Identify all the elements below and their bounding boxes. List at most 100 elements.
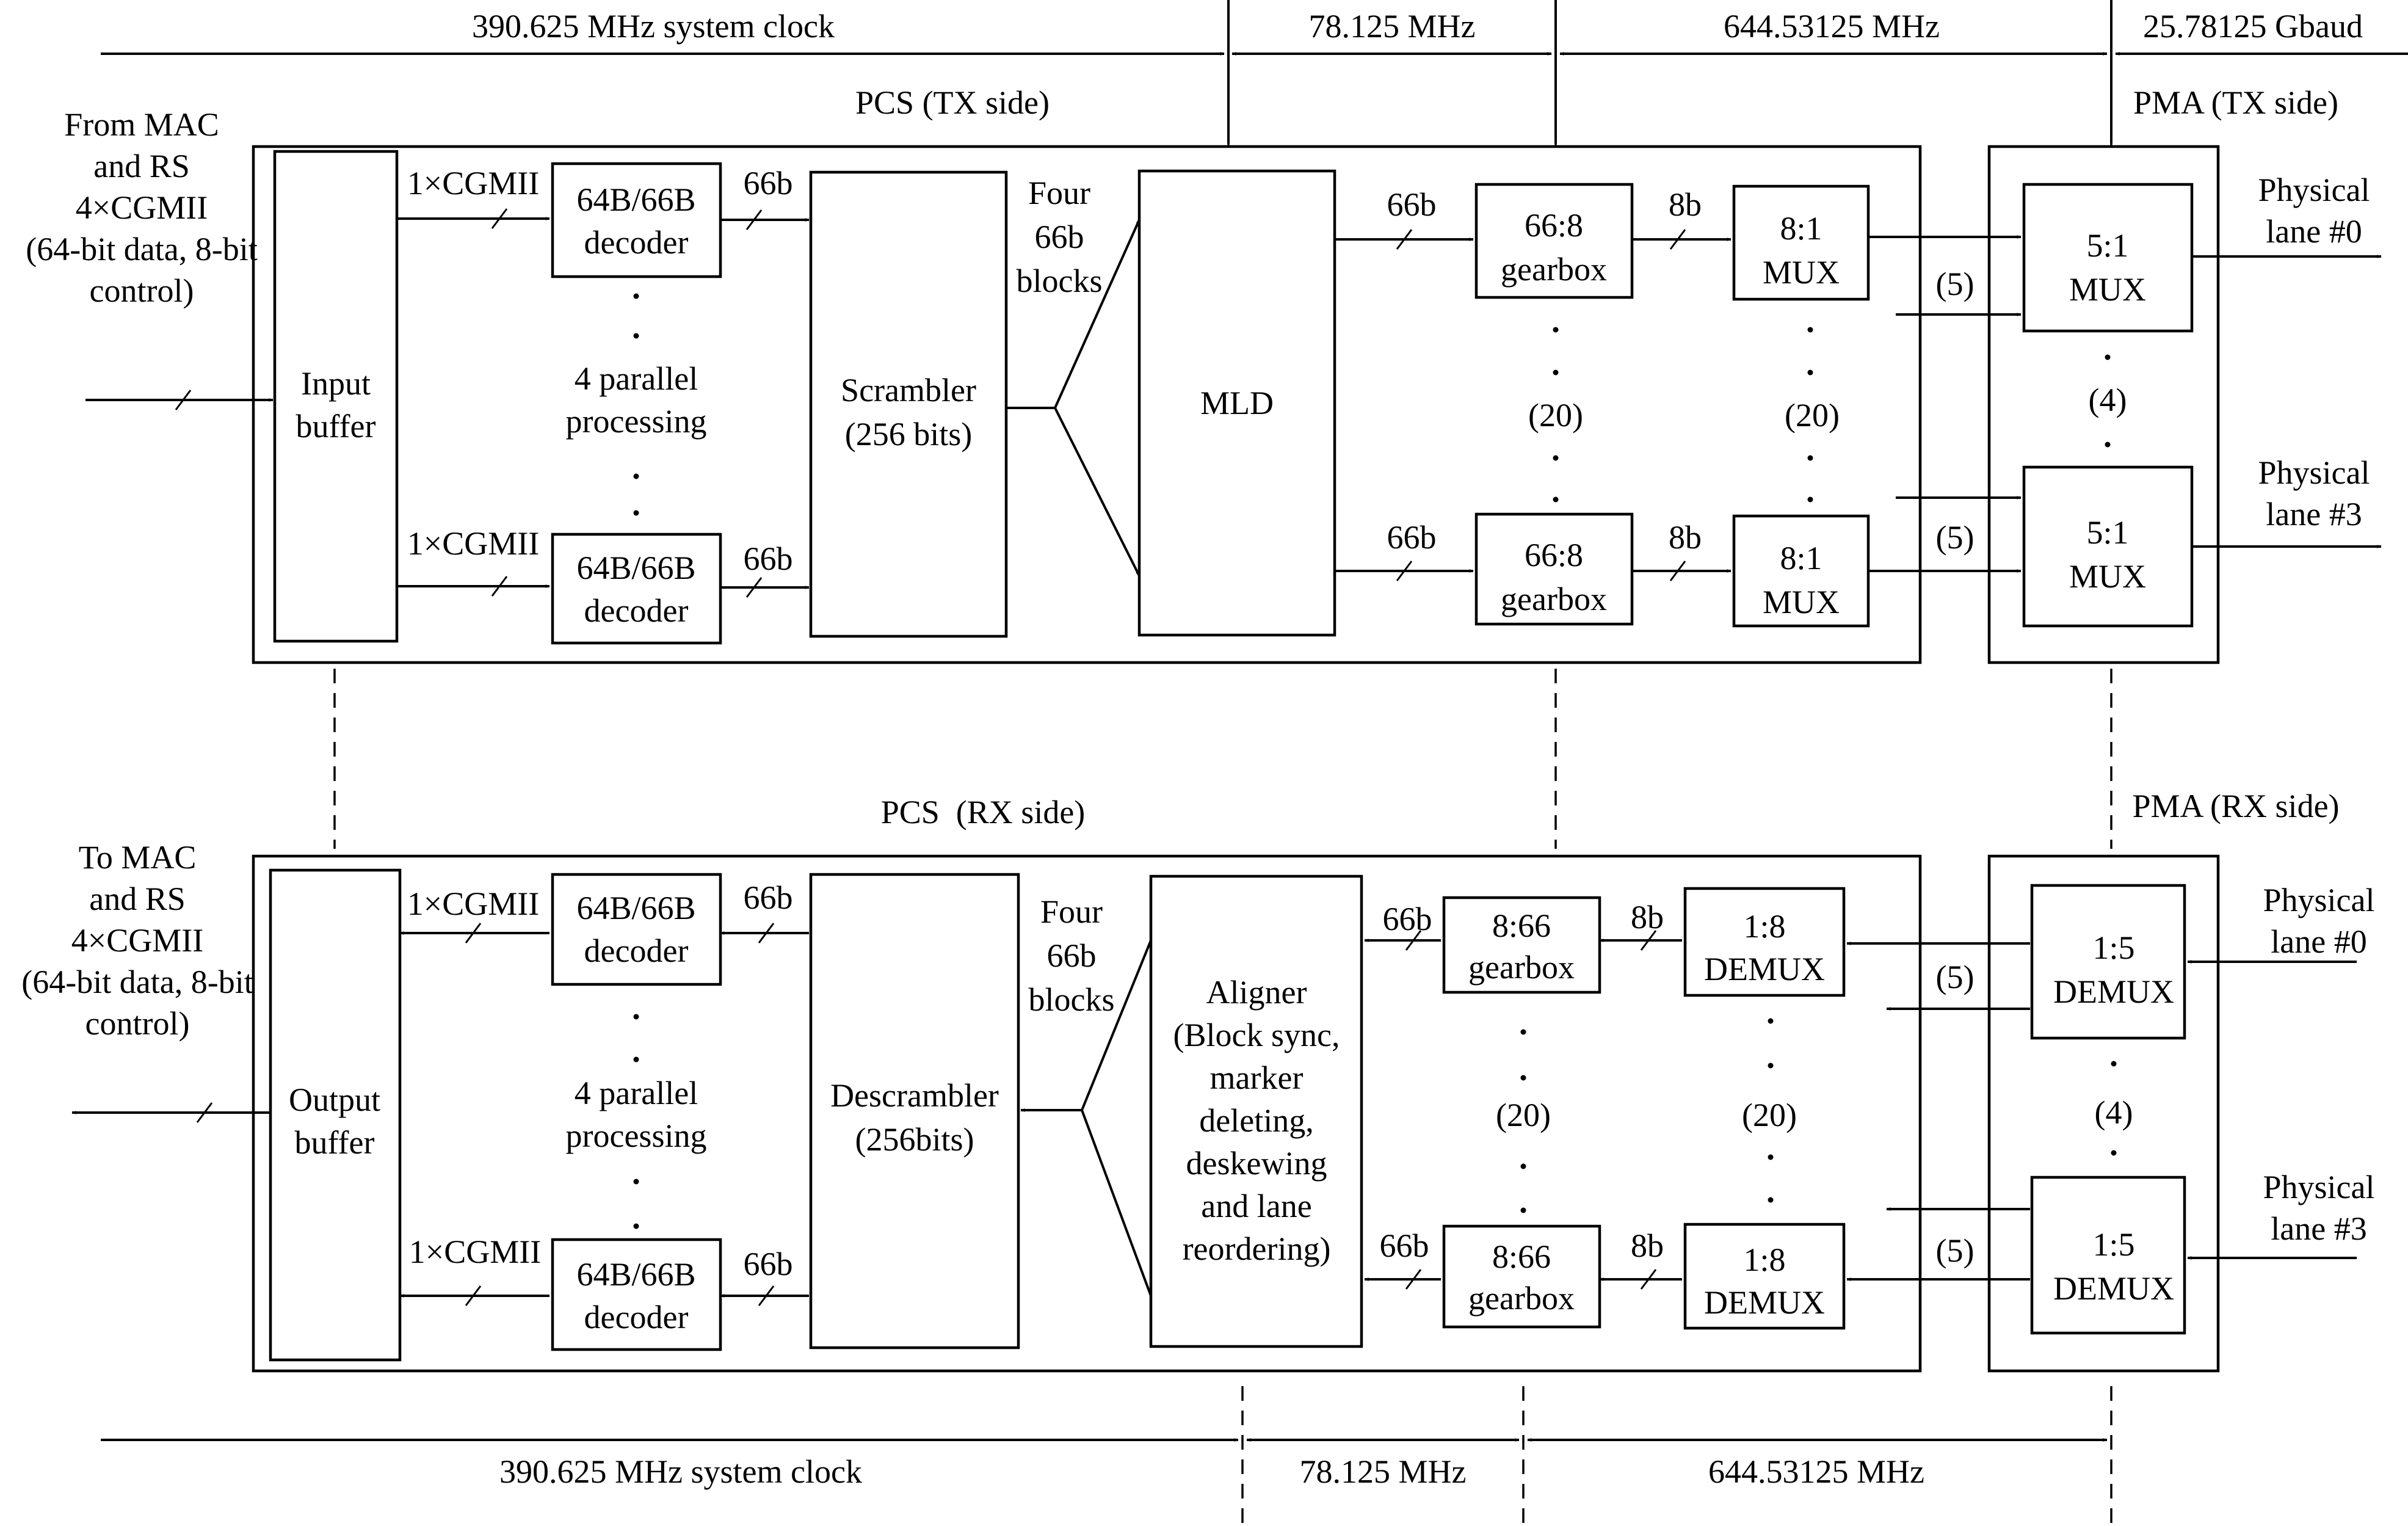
- input-buffer-label-line: buffer: [296, 408, 376, 445]
- rx-gearbox-top-box: [1442, 896, 1601, 994]
- continuation-dot: [1520, 1075, 1526, 1081]
- clock-label-system: 390.625 MHz system clock: [499, 1453, 862, 1490]
- pcs-tx-title: PCS (TX side): [855, 84, 1050, 121]
- clock-label-gearbox: 644.53125 MHz: [1708, 1453, 1924, 1490]
- tx-66b-top-label: 66b: [744, 165, 793, 202]
- tx-gearbox-bottom-label-line: gearbox: [1501, 581, 1607, 617]
- tx-fan-down: [1054, 407, 1141, 576]
- continuation-dot: [1768, 1197, 1774, 1203]
- mld-box: [1137, 169, 1336, 637]
- rx-lane0-label-line: Physical: [2263, 882, 2375, 918]
- tx-four-blocks-label-line: 66b: [1035, 219, 1084, 255]
- continuation-dot: [633, 1056, 639, 1063]
- descrambler-label-line: (256bits): [855, 1121, 974, 1158]
- pma-rx-title: PMA (RX side): [2132, 788, 2339, 824]
- tx-mux5-bottom-count: (5): [1936, 519, 1975, 556]
- tx-cgmii-bottom-label: 1×CGMII: [407, 525, 539, 562]
- continuation-dot: [2111, 1150, 2117, 1156]
- tx-66b-mld-bottom-label: 66b: [1387, 519, 1437, 556]
- pma-tx-title: PMA (TX side): [2133, 84, 2338, 121]
- rx-gearbox-bottom-label-line: 8:66: [1492, 1238, 1551, 1275]
- rx-gearbox-top-label-line: 8:66: [1492, 907, 1551, 944]
- rx-dest-label-line: To MAC: [79, 839, 197, 876]
- bus-width-slash: [196, 1102, 213, 1123]
- continuation-dot: [633, 333, 639, 339]
- tx-mux5-top-box: [2022, 183, 2194, 333]
- rx-demux8-bottom-label-line: 1:8: [1743, 1241, 1785, 1278]
- continuation-dot: [633, 1223, 639, 1229]
- pcs-rx-frame: [252, 854, 1922, 1373]
- rx-dest-label-line: and RS: [89, 881, 186, 917]
- tx-66b-mld-top-label: 66b: [1387, 186, 1437, 223]
- rx-8b-top-label: 8b: [1631, 899, 1664, 936]
- tx-fan-up: [1054, 219, 1141, 409]
- tx-mux5-top-label-line: MUX: [2069, 271, 2146, 308]
- continuation-dot: [1553, 327, 1559, 333]
- rx-lane3-label-line: lane #3: [2271, 1210, 2366, 1247]
- rx-demux8-top-box: [1683, 887, 1846, 997]
- rx-parallel-label-line: 4 parallel: [575, 1075, 698, 1111]
- aligner-label-line: deskewing: [1186, 1145, 1327, 1182]
- rx-demux5-top-label-line: 1:5: [2092, 929, 2134, 966]
- rx-four-blocks-label-line: 66b: [1047, 937, 1097, 974]
- tx-mux5-bottom-label-line: MUX: [2069, 558, 2146, 595]
- rx-dest-label-line: 4×CGMII: [71, 922, 203, 959]
- continuation-dot: [633, 510, 639, 516]
- continuation-dot: [1807, 455, 1813, 461]
- rx-demux8-top-label-line: 1:8: [1743, 908, 1785, 945]
- continuation-dot: [1520, 1029, 1526, 1035]
- clock-label-serial: 25.78125 Gbaud: [2143, 8, 2363, 45]
- bus-width-slash: [1669, 229, 1686, 250]
- output-buffer-box: [269, 868, 402, 1362]
- rx-decoder-bottom-label-line: decoder: [584, 1299, 689, 1335]
- rx-demux5-bottom-label-line: DEMUX: [2053, 1270, 2174, 1307]
- rx-dest-label-line: (64-bit data, 8-bit: [21, 964, 253, 1000]
- tx-mux8-top-box: [1732, 184, 1870, 301]
- rx-demux5-bottom-count: (5): [1936, 1232, 1975, 1269]
- tx-gearbox-bottom-box: [1474, 512, 1634, 626]
- continuation-dot: [2111, 1061, 2117, 1067]
- tx-decoder-bottom-label-line: decoder: [584, 592, 689, 629]
- rx-fan-in: [1080, 940, 1152, 1296]
- tx-8b-top-label: 8b: [1669, 186, 1702, 223]
- rx-66b-bottom-label: 66b: [744, 1246, 793, 1282]
- bus-width-slash: [1640, 930, 1657, 951]
- continuation-dot: [633, 1179, 639, 1185]
- rx-demux5-top-count: (5): [1936, 959, 1975, 995]
- bus-width-slash: [745, 577, 763, 598]
- continuation-dot: [2105, 441, 2111, 448]
- tx-source-label-line: From MAC: [64, 106, 219, 143]
- continuation-dot: [2105, 354, 2111, 360]
- aligner-label-line: deleting,: [1199, 1102, 1313, 1139]
- rx-lane3-label-line: Physical: [2263, 1169, 2375, 1205]
- continuation-dot: [633, 473, 639, 479]
- tx-parallel-label-line: processing: [566, 403, 707, 440]
- tx-lane3-label-line: lane #3: [2266, 496, 2362, 532]
- continuation-dot: [1807, 369, 1813, 376]
- bus-width-slash: [758, 1285, 775, 1306]
- rx-parallel-label-line: processing: [566, 1117, 707, 1154]
- tx-decoder-top-label-line: decoder: [584, 224, 689, 261]
- pcs-rx-title: PCS (RX side): [881, 794, 1086, 830]
- aligner-label-line: Aligner: [1206, 974, 1307, 1011]
- rx-66b-gb-top-label: 66b: [1383, 901, 1432, 937]
- bus-width-slash: [1405, 1269, 1422, 1290]
- tx-decoder-bottom-label-line: 64B/66B: [576, 550, 695, 586]
- rx-demux5-bottom-box: [2030, 1175, 2186, 1335]
- rx-demux8-bottom-label-line: DEMUX: [1704, 1284, 1825, 1321]
- rx-decoder-top-label-line: 64B/66B: [576, 890, 695, 926]
- tx-mux8-bottom-label-line: 8:1: [1780, 540, 1822, 576]
- tx-source-label-line: control): [90, 272, 194, 309]
- pma-tx-frame: [1987, 145, 2220, 664]
- rx-decoder-bottom-box: [551, 1238, 722, 1351]
- bus-width-slash: [745, 209, 763, 230]
- bus-width-slash: [1396, 229, 1413, 250]
- tx-mux8-bottom-label-line: MUX: [1763, 584, 1840, 620]
- tx-decoder-bottom-box: [551, 532, 722, 645]
- aligner-label-line: (Block sync,: [1173, 1017, 1340, 1053]
- tx-parallel-label-line: 4 parallel: [575, 360, 698, 397]
- clock-label-mld: 78.125 MHz: [1309, 8, 1476, 45]
- continuation-dot: [633, 1014, 639, 1020]
- bus-width-slash: [491, 208, 508, 229]
- rx-demux8-count: (20): [1742, 1097, 1797, 1133]
